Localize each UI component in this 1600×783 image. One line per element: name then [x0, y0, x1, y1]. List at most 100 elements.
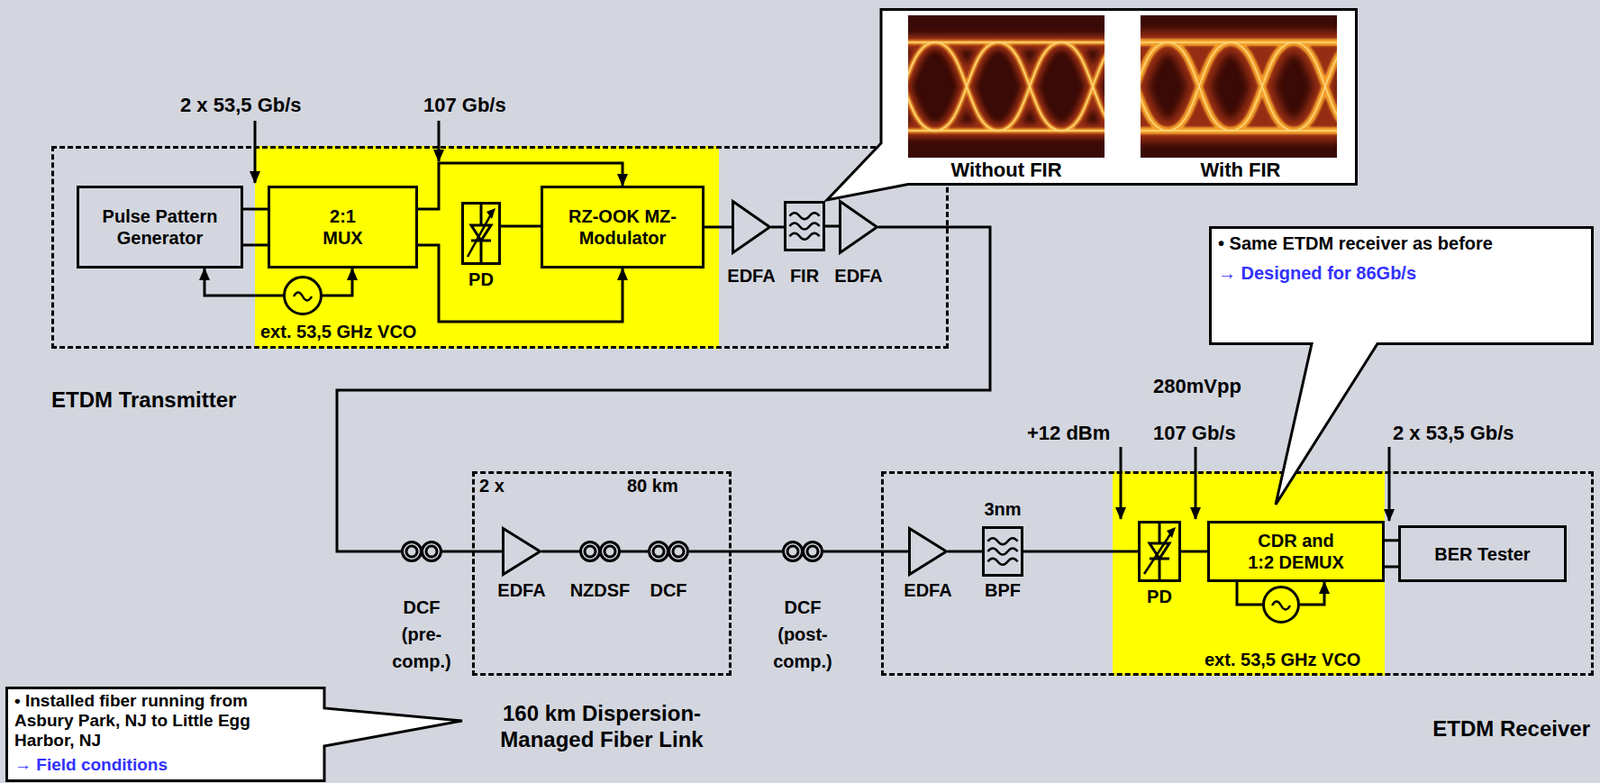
- signal-wire: [541, 550, 580, 554]
- fiber-coil: DCF: [647, 536, 690, 567]
- node-label: DCF (post- comp.): [766, 593, 839, 675]
- highlight-band: [1112, 471, 1385, 676]
- signal-wire: [704, 226, 732, 229]
- tri-outline: [838, 200, 879, 255]
- coil-outline: [781, 536, 824, 567]
- annotation-label: 2 x 53,5 Gb/s: [1392, 421, 1515, 446]
- node-label: DCF (pre- comp.): [387, 593, 456, 675]
- vco-outline: [1262, 585, 1300, 624]
- process-box: RZ-OOK MZ-Modulator: [540, 185, 705, 269]
- dashed-group: ETDM ReceiverEDFA3nmBPFPDCDR and 1:2 DEM…: [881, 471, 1594, 676]
- node-label: EDFA: [494, 579, 549, 601]
- box-text: CDR and 1:2 DEMUX: [1245, 529, 1348, 573]
- coil-outline: [400, 536, 443, 567]
- node-label: 3nm: [975, 498, 1030, 520]
- signal-wire: [771, 226, 784, 229]
- signal-wire: [620, 550, 648, 554]
- node-label: ETDM Transmitter: [51, 387, 237, 414]
- box-text: BER Tester: [1434, 543, 1530, 565]
- node-label: ext. 53,5 GHz VCO: [1204, 648, 1361, 671]
- indicator-arrow: [1194, 446, 1198, 519]
- node-label: EDFA: [831, 264, 886, 287]
- dashed-group: 2 x80 kmEDFANZDSFDCF: [472, 471, 732, 676]
- pd-outline: [461, 201, 501, 265]
- tri-outline: [731, 200, 772, 255]
- photodiode-box: PD: [461, 201, 501, 265]
- callout-bubble: Without FIR With FIR: [825, 8, 1358, 202]
- node-label: With FIR: [1150, 158, 1331, 182]
- amplifier-triangle: EDFA: [908, 527, 948, 576]
- tri-outline: [908, 527, 948, 576]
- eye-diagram: [872, 15, 1188, 158]
- node-label: NZDSF: [563, 579, 637, 601]
- signal-wire: [1300, 581, 1325, 605]
- signal-wire: [1236, 581, 1263, 605]
- filt-outline: [981, 526, 1024, 577]
- indicator-arrow: [437, 120, 441, 162]
- signal-wire: [204, 268, 283, 296]
- coil-outline: [579, 536, 621, 567]
- node-label: 2 x: [479, 474, 505, 497]
- annotation-label: 107 Gb/s: [423, 93, 507, 118]
- oscillator-circle: ext. 53,5 GHz VCO: [282, 275, 323, 316]
- signal-wire: [322, 268, 353, 296]
- callout-bubble: • Same ETDM receiver as before → Designed…: [1209, 226, 1594, 507]
- oscillator-circle: ext. 53,5 GHz VCO: [1262, 585, 1300, 624]
- annotation-label: 280mVpp: [1153, 374, 1242, 399]
- node-label: FIR: [777, 264, 832, 287]
- amplifier-triangle: EDFA: [838, 200, 879, 255]
- filter-box: 3nmBPF: [981, 526, 1024, 577]
- annotation-label: 107 Gb/s: [1153, 421, 1237, 446]
- signal-wire: [825, 225, 839, 228]
- process-box: BER Tester: [1398, 525, 1567, 582]
- coil-outline: [647, 536, 690, 567]
- box-text: Pulse Pattern Generator: [96, 205, 225, 249]
- signal-wire: [243, 208, 268, 211]
- node-label: ETDM Receiver: [1405, 716, 1591, 743]
- node-label: DCF: [641, 579, 696, 601]
- fiber-coil: NZDSF: [579, 536, 621, 567]
- annotation-label: +12 dBm: [1027, 421, 1110, 446]
- vco-outline: [282, 275, 323, 316]
- signal-wire: [1023, 550, 1138, 554]
- process-box: CDR and 1:2 DEMUX: [1207, 520, 1385, 582]
- annotation-label: 2 x 53,5 Gb/s: [180, 93, 302, 118]
- node-label: → Designed for 86Gb/s: [1218, 262, 1417, 284]
- node-label: ext. 53,5 GHz VCO: [260, 320, 417, 343]
- signal-wire: [1384, 538, 1399, 542]
- filt-outline: [783, 200, 826, 252]
- indicator-arrow: [254, 120, 257, 183]
- amplifier-triangle: EDFA: [501, 527, 542, 576]
- node-label: Without FIR: [916, 158, 1097, 182]
- signal-wire: [243, 243, 268, 246]
- box-text: RZ-OOK MZ-Modulator: [554, 205, 691, 249]
- node-label: • Same ETDM receiver as before: [1218, 232, 1493, 255]
- indicator-arrow: [1119, 446, 1123, 519]
- node-label: PD: [454, 268, 509, 291]
- signal-wire: [689, 550, 782, 554]
- node-label: 80 km: [627, 474, 679, 497]
- node-label: EDFA: [724, 264, 779, 287]
- indicator-arrow: [1388, 446, 1391, 521]
- process-box: Pulse Pattern Generator: [76, 185, 244, 269]
- node-label: EDFA: [900, 579, 955, 601]
- fiber-coil: DCF (post- comp.): [781, 536, 824, 567]
- tri-outline: [501, 527, 542, 576]
- dashed-group: ETDM TransmitterPulse Pattern Generator2…: [51, 145, 949, 349]
- node-label: PD: [1132, 585, 1187, 608]
- node-label: → Field conditions: [14, 754, 168, 776]
- annotation-label: 160 km Dispersion- Managed Fiber Link: [484, 700, 719, 754]
- signal-wire: [500, 225, 541, 228]
- signal-wire: [1181, 550, 1208, 554]
- eye-diagram: [1104, 15, 1420, 158]
- signal-wire: [1384, 565, 1399, 569]
- callout-bubble: • Installed fiber running from Asbury Pa…: [5, 686, 464, 782]
- node-label: BPF: [975, 579, 1030, 601]
- pd-outline: [1137, 520, 1182, 582]
- fiber-coil: DCF (pre- comp.): [400, 536, 443, 567]
- signal-wire: [336, 227, 991, 552]
- filter-box: FIR: [783, 200, 826, 252]
- amplifier-triangle: EDFA: [731, 200, 772, 255]
- signal-wire: [823, 550, 909, 554]
